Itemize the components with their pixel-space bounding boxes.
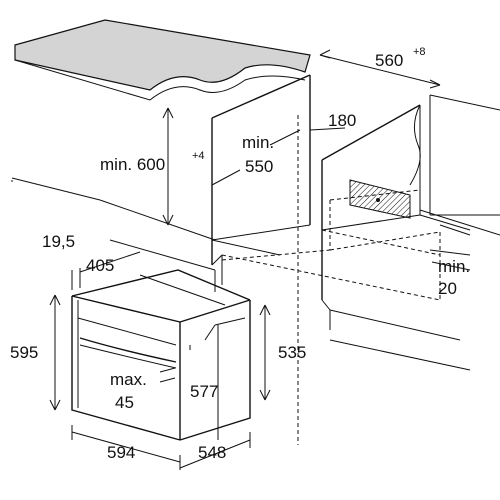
label-rear-gap-b: 20: [438, 279, 457, 298]
label-depth-min-b: 550: [245, 157, 273, 176]
label-front-thickness: 19,5: [42, 232, 75, 251]
label-body-height: 535: [278, 343, 306, 362]
label-rear-gap-a: min.: [438, 257, 470, 276]
label-oven-height: 595: [10, 343, 38, 362]
label-niche-width: 560: [375, 51, 403, 70]
oven: [71, 269, 251, 441]
label-handle-b: 45: [115, 393, 134, 412]
label-vent-gap: 180: [328, 111, 356, 130]
label-oven-depth: 548: [198, 443, 226, 462]
label-height-tol: +4: [192, 150, 205, 162]
dimension-labels: 560 +8 min. 600 +4 min. 550 180 min. 20 …: [10, 46, 470, 462]
label-height-min: min. 600: [100, 155, 165, 174]
vent-opening: [349, 179, 411, 219]
label-oven-width: 594: [107, 443, 135, 462]
countertop: [14, 19, 311, 101]
label-niche-width-tol: +8: [413, 46, 426, 58]
label-door-height: 577: [190, 382, 218, 401]
cabinet-niche: [11, 74, 500, 371]
label-body-depth-top: 405: [86, 256, 114, 275]
label-depth-min-a: min.: [242, 133, 274, 152]
label-handle-a: max.: [110, 370, 147, 389]
dimension-lines: [49, 49, 471, 470]
